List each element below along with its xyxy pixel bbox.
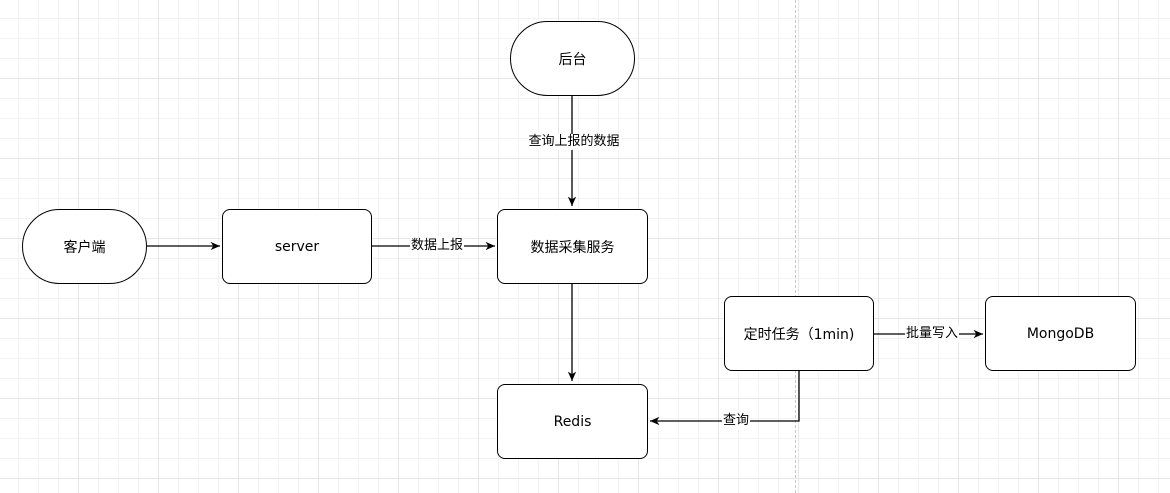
client-node-label: 客户端 [63, 239, 106, 256]
mongodb-node[interactable]: MongoDB [985, 296, 1136, 371]
edge-label-server-to-collector: 数据上报 [409, 238, 465, 254]
edge-label-scheduler-to-redis: 查询 [721, 413, 751, 429]
server-node-label: server [274, 238, 320, 255]
backend-node[interactable]: 后台 [510, 21, 635, 96]
backend-node-label: 后台 [558, 51, 587, 68]
scheduler-node[interactable]: 定时任务（1min) [724, 296, 874, 371]
page-divider [795, 0, 796, 493]
client-node[interactable]: 客户端 [22, 209, 147, 284]
edge-label-backend-to-collector: 查询上报的数据 [527, 134, 621, 150]
redis-node-label: Redis [553, 413, 592, 430]
collector-node[interactable]: 数据采集服务 [497, 209, 648, 284]
redis-node[interactable]: Redis [497, 384, 648, 459]
mongodb-node-label: MongoDB [1026, 325, 1095, 342]
edge-label-scheduler-to-mongodb: 批量写入 [904, 326, 960, 342]
server-node[interactable]: server [222, 209, 372, 284]
edge-scheduler-to-redis [650, 371, 800, 426]
scheduler-node-label: 定时任务（1min) [743, 326, 855, 343]
collector-node-label: 数据采集服务 [530, 239, 615, 256]
